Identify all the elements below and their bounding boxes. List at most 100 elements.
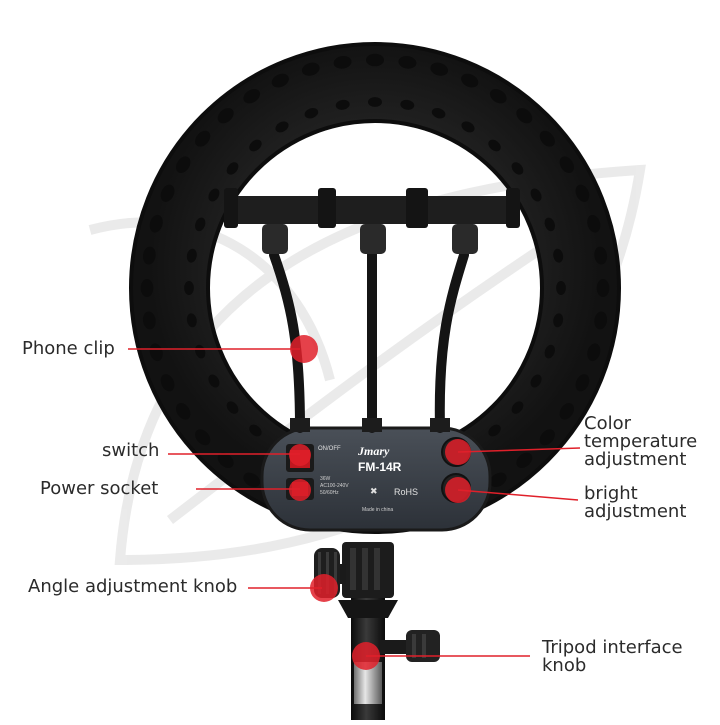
- phone-holder-arms: [269, 243, 469, 433]
- ring-bump: [511, 401, 524, 414]
- ring-bump: [511, 162, 524, 175]
- ring-bump: [488, 139, 501, 152]
- label-color-temp-2: temperature: [584, 431, 698, 452]
- ring-bump: [243, 88, 261, 104]
- marker-power-socket: [289, 479, 311, 501]
- ring-bump: [556, 281, 566, 295]
- ring-bump: [489, 88, 507, 104]
- model-label: FM-14R: [358, 460, 402, 474]
- label-tripod-1: Tripod interface: [542, 637, 683, 658]
- ring-bump: [142, 246, 156, 265]
- ring-bump: [544, 344, 555, 359]
- ring-bump: [249, 139, 262, 152]
- ring-bump: [530, 188, 542, 202]
- marker-tripod-knob: [352, 642, 380, 670]
- ring-bump: [304, 108, 319, 119]
- brand-label: Jmary: [357, 444, 390, 458]
- ring-bump: [149, 343, 163, 362]
- ring-bump: [160, 184, 175, 202]
- rohs-mark: RoHS: [394, 487, 418, 497]
- ring-bump: [217, 452, 234, 468]
- power-spec-2: AC100-240V: [320, 483, 349, 489]
- ring-bump: [368, 97, 382, 107]
- ring-bump: [226, 162, 239, 175]
- mount-bracket: [338, 542, 398, 618]
- ring-bump: [175, 156, 191, 174]
- ring-bump: [149, 214, 163, 233]
- ring-bump: [539, 130, 555, 147]
- marker-bright: [445, 477, 471, 503]
- arm-collars: [290, 418, 450, 432]
- ring-bump: [544, 217, 555, 232]
- ring-bump: [516, 108, 533, 124]
- power-spec-1: 36W: [320, 476, 331, 482]
- ring-bump: [530, 374, 542, 388]
- label-color-temp-3: adjustment: [584, 449, 687, 470]
- ring-bump: [301, 62, 320, 76]
- label-power-socket: Power socket: [40, 478, 159, 499]
- ring-bump: [539, 429, 555, 446]
- ring-bump: [142, 311, 156, 330]
- ring-bump: [195, 344, 206, 359]
- ring-bump: [208, 374, 220, 388]
- marker-phone-clip: [290, 335, 318, 363]
- ring-bump: [186, 248, 197, 263]
- ring-bump: [594, 246, 608, 265]
- ring-bump: [366, 53, 384, 67]
- callout-markers: [289, 335, 471, 670]
- ring-bump: [553, 313, 564, 328]
- ring-bump: [275, 121, 289, 133]
- switch-text: ON/OFF: [318, 446, 341, 452]
- ring-bump: [587, 214, 601, 233]
- ring-bump: [160, 374, 175, 392]
- ring-bump: [195, 217, 206, 232]
- ring-bump: [489, 472, 507, 488]
- phone-clip-center: [322, 188, 420, 254]
- ring-bump: [553, 248, 564, 263]
- label-tripod-2: knob: [542, 655, 587, 676]
- callout-lines: [128, 348, 581, 657]
- ring-bump: [195, 429, 211, 446]
- ring-bump: [140, 279, 154, 297]
- label-bright-2: adjustment: [584, 501, 687, 522]
- marker-switch: [289, 444, 311, 466]
- phone-clip-right: [414, 188, 520, 254]
- ring-bump: [488, 424, 501, 437]
- ring-bump: [398, 55, 417, 69]
- ring-bump: [461, 121, 475, 133]
- label-angle-knob: Angle adjustment knob: [28, 576, 238, 597]
- tripod-interface-knob: [380, 630, 440, 662]
- ring-bump: [596, 279, 610, 297]
- ring-bump: [243, 472, 261, 488]
- ring-bump: [559, 402, 575, 420]
- label-color-temp-1: Color: [584, 413, 631, 434]
- ring-bump: [587, 343, 601, 362]
- ring-bump: [217, 108, 234, 124]
- marker-angle-knob: [310, 574, 338, 602]
- ring-bump: [175, 402, 191, 420]
- label-bright-1: bright: [584, 483, 638, 504]
- ring-bump: [333, 55, 352, 69]
- ring-bump: [186, 313, 197, 328]
- disposal-icon: ✖: [370, 487, 378, 497]
- ring-bump: [575, 184, 590, 202]
- ring-bump: [575, 374, 590, 392]
- ring-bump: [400, 99, 415, 110]
- label-switch: switch: [102, 440, 160, 461]
- ring-bump: [195, 130, 211, 147]
- ring-bump: [430, 62, 449, 76]
- ring-bump: [249, 424, 262, 437]
- ring-bump: [226, 401, 239, 414]
- power-spec-3: 50/60Hz: [320, 490, 339, 496]
- ring-bump: [184, 281, 194, 295]
- marker-color-temp: [445, 439, 471, 465]
- ring-bump: [271, 73, 289, 88]
- ring-bump: [335, 99, 350, 110]
- ring-bump: [461, 73, 479, 88]
- ring-bump: [559, 156, 575, 174]
- ring-bump: [516, 452, 533, 468]
- ring-bump: [431, 108, 446, 119]
- label-phone-clip: Phone clip: [22, 338, 115, 359]
